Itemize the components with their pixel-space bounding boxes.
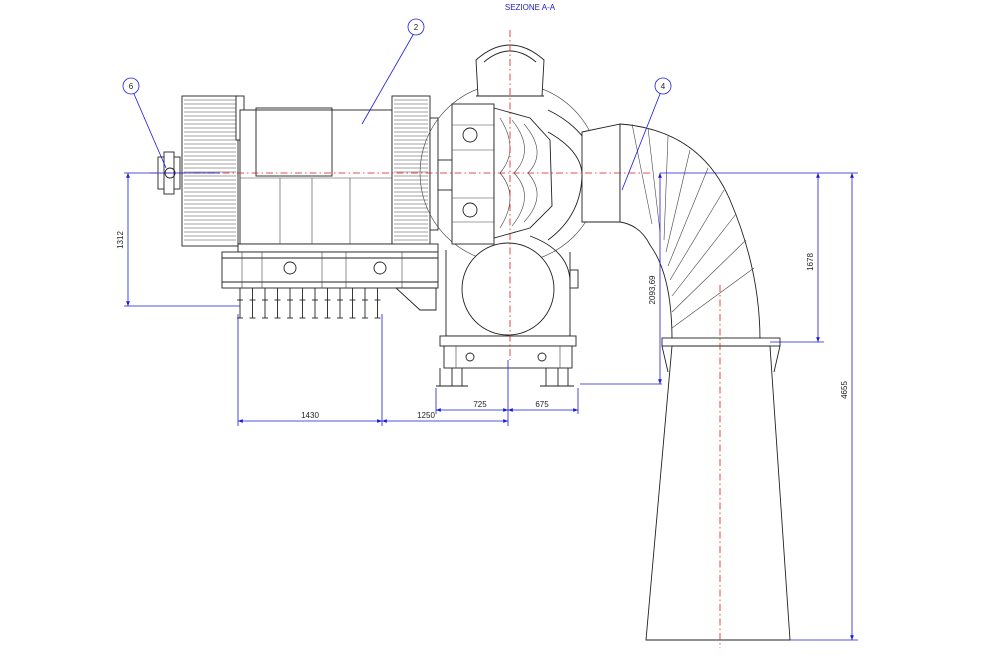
motor-fins-left — [184, 99, 236, 241]
motor-base-frame — [221, 243, 439, 319]
item-balloons: 2 4 6 — [122, 18, 672, 191]
dim-1430: 1430 — [301, 411, 319, 420]
dim-4655: 4655 — [840, 381, 849, 399]
balloon-2: 2 — [414, 23, 419, 32]
dim-1312: 1312 — [116, 231, 125, 249]
dim-725: 725 — [473, 400, 487, 409]
motor-fins-right — [394, 99, 428, 241]
dim-1250: 1250 — [417, 411, 435, 420]
anchor-bolts — [237, 288, 381, 319]
dim-2093-69: 2093,69 — [648, 275, 657, 304]
fan-volute — [419, 44, 602, 387]
center-lines — [150, 30, 721, 648]
section-title: SEZIONE A-A — [505, 3, 556, 12]
motor-assembly — [157, 95, 439, 247]
dim-1678: 1678 — [806, 253, 815, 271]
outlet-duct — [581, 123, 791, 641]
balloon-6: 6 — [129, 82, 134, 91]
balloon-4: 4 — [661, 82, 666, 91]
dim-675: 675 — [535, 400, 549, 409]
dimensions: 1312 1430 1250 725 675 2093,69 1678 4655 — [116, 172, 858, 641]
